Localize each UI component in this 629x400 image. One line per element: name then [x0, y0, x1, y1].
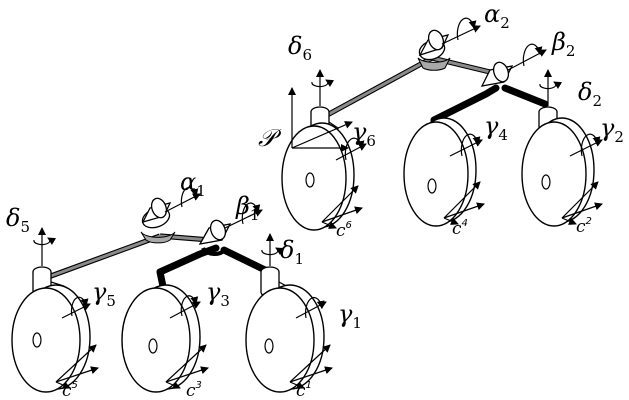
label-c3: c3 — [186, 380, 202, 400]
label-delta5: δ5 — [6, 204, 30, 236]
rear-beta-joint — [480, 61, 514, 87]
rear-grey-rod — [316, 55, 491, 123]
label-gamma6: γ6 — [352, 118, 376, 150]
rear-wheel-4 — [403, 117, 477, 227]
label-c5: c5 — [62, 380, 78, 400]
label-c1: c1 — [296, 380, 312, 400]
label-c4: c4 — [452, 218, 468, 239]
front-bogie-bar — [156, 244, 269, 300]
label-delta2: δ2 — [578, 78, 602, 110]
front-contact-frames — [55, 344, 333, 389]
front-rover-module — [11, 186, 333, 393]
label-delta1: δ1 — [280, 236, 304, 268]
label-gamma2: γ2 — [600, 114, 624, 146]
label-alpha2: α2 — [484, 0, 510, 32]
rear-wheel-2 — [521, 117, 595, 227]
label-platform-P: 𝒫 — [258, 124, 282, 152]
front-wheel-5 — [11, 284, 91, 393]
contact-frame-labels: c5 c3 c1 c6 c4 c2 — [62, 216, 592, 400]
front-alpha-joint — [140, 197, 176, 244]
rear-contact-frames — [321, 181, 603, 229]
label-alpha1: α1 — [180, 168, 206, 200]
label-gamma3: γ3 — [206, 278, 230, 310]
label-c2: c2 — [576, 216, 592, 237]
label-gamma1: γ1 — [338, 300, 362, 332]
rear-alpha-joint — [417, 29, 451, 71]
rear-rotation-arrows — [311, 17, 603, 161]
rear-wheel-6 — [281, 122, 355, 231]
platform-frame-P — [288, 87, 353, 152]
label-c6: c6 — [336, 220, 352, 241]
label-gamma4: γ4 — [484, 112, 508, 144]
front-wheel-1 — [245, 284, 325, 393]
front-rotation-arrows — [33, 186, 327, 319]
rear-rover-module — [281, 17, 603, 231]
label-delta6: δ6 — [288, 32, 312, 64]
label-gamma5: γ5 — [92, 278, 116, 310]
front-wheel-3 — [121, 284, 201, 393]
label-beta2: β2 — [551, 28, 575, 60]
label-beta1: β1 — [235, 192, 259, 224]
